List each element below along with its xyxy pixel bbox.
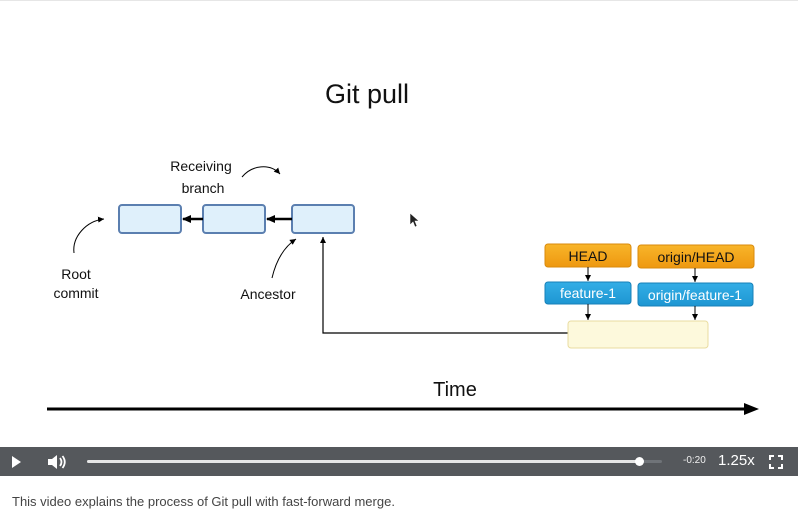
progress-fill	[87, 460, 639, 463]
ancestor-label: Ancestor	[240, 286, 296, 302]
progress-bar[interactable]	[87, 457, 662, 466]
fullscreen-button[interactable]	[769, 455, 783, 469]
receiving-branch-label-line2: branch	[182, 180, 225, 196]
mouse-cursor-icon	[409, 212, 420, 228]
receiving-branch-pointer	[241, 166, 281, 178]
origin-head-tag	[637, 244, 755, 269]
play-button[interactable]	[8, 454, 24, 470]
play-icon	[12, 456, 21, 468]
slide-diagram: Git pull Receiving branch Root commit An…	[47, 79, 759, 415]
time-axis-arrowhead	[744, 403, 759, 415]
volume-icon	[48, 455, 66, 469]
root-commit-pointer	[73, 216, 105, 254]
progress-handle[interactable]	[635, 457, 644, 466]
video-caption: This video explains the process of Git p…	[12, 494, 395, 509]
origin-feature-tag-label: origin/feature-1	[648, 287, 742, 303]
playback-speed-button[interactable]: 1.25x	[718, 452, 755, 469]
receiving-branch-label-line1: Receiving	[170, 158, 231, 174]
fullscreen-icon	[769, 455, 783, 469]
player-controls: -0:20 1.25x	[0, 447, 798, 476]
root-commit-box	[118, 204, 182, 234]
fast-forward-connector	[320, 237, 568, 334]
ancestor-commit-box	[291, 204, 355, 234]
head-tag-label: HEAD	[569, 248, 608, 264]
volume-button[interactable]	[46, 453, 68, 471]
root-commit-label-line2: commit	[53, 285, 98, 301]
slide-title: Git pull	[325, 79, 409, 109]
ancestor-pointer	[271, 238, 297, 279]
new-commit-box	[567, 320, 709, 349]
middle-commit-box	[202, 204, 266, 234]
origin-head-tag-label: origin/HEAD	[657, 249, 734, 265]
time-label: Time	[433, 379, 477, 401]
feature-tag-label: feature-1	[560, 285, 616, 301]
root-commit-label-line1: Root	[61, 266, 91, 282]
video-player[interactable]: Git pull Receiving branch Root commit An…	[0, 0, 798, 476]
time-remaining: -0:20	[683, 455, 706, 466]
